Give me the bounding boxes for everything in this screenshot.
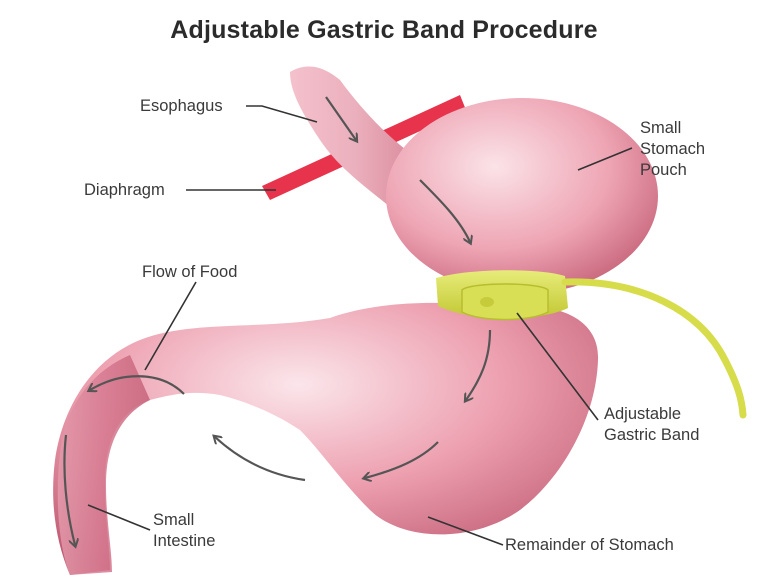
leader-lines [87, 105, 633, 546]
label-pouch-line-1: Small [640, 119, 682, 137]
gastric-band-shape [436, 270, 747, 419]
label-pouch-line-3: Pouch [640, 161, 687, 179]
label-small-stomach-pouch: Small Stomach Pouch [640, 118, 705, 181]
label-intestine-line-2: Intestine [153, 532, 216, 550]
label-esophagus: Esophagus [140, 97, 223, 115]
label-small-intestine: Small Intestine [153, 510, 215, 552]
label-remainder-of-stomach: Remainder of Stomach [505, 536, 674, 554]
label-pouch-line-2: Stomach [640, 140, 706, 158]
flow-arrows [63, 96, 492, 545]
label-band-line-1: Adjustable [604, 405, 682, 423]
label-intestine-line-1: Small [153, 511, 195, 529]
label-adjustable-gastric-band: Adjustable Gastric Band [604, 404, 699, 446]
label-diaphragm: Diaphragm [84, 181, 165, 199]
small-intestine-shape [57, 355, 150, 575]
label-band-line-2: Gastric Band [604, 426, 700, 444]
diagram-title: Adjustable Gastric Band Procedure [170, 16, 598, 44]
stomach-pouch-shape [386, 98, 658, 294]
label-flow-of-food: Flow of Food [142, 263, 238, 281]
remainder-of-stomach-shape [53, 302, 599, 575]
